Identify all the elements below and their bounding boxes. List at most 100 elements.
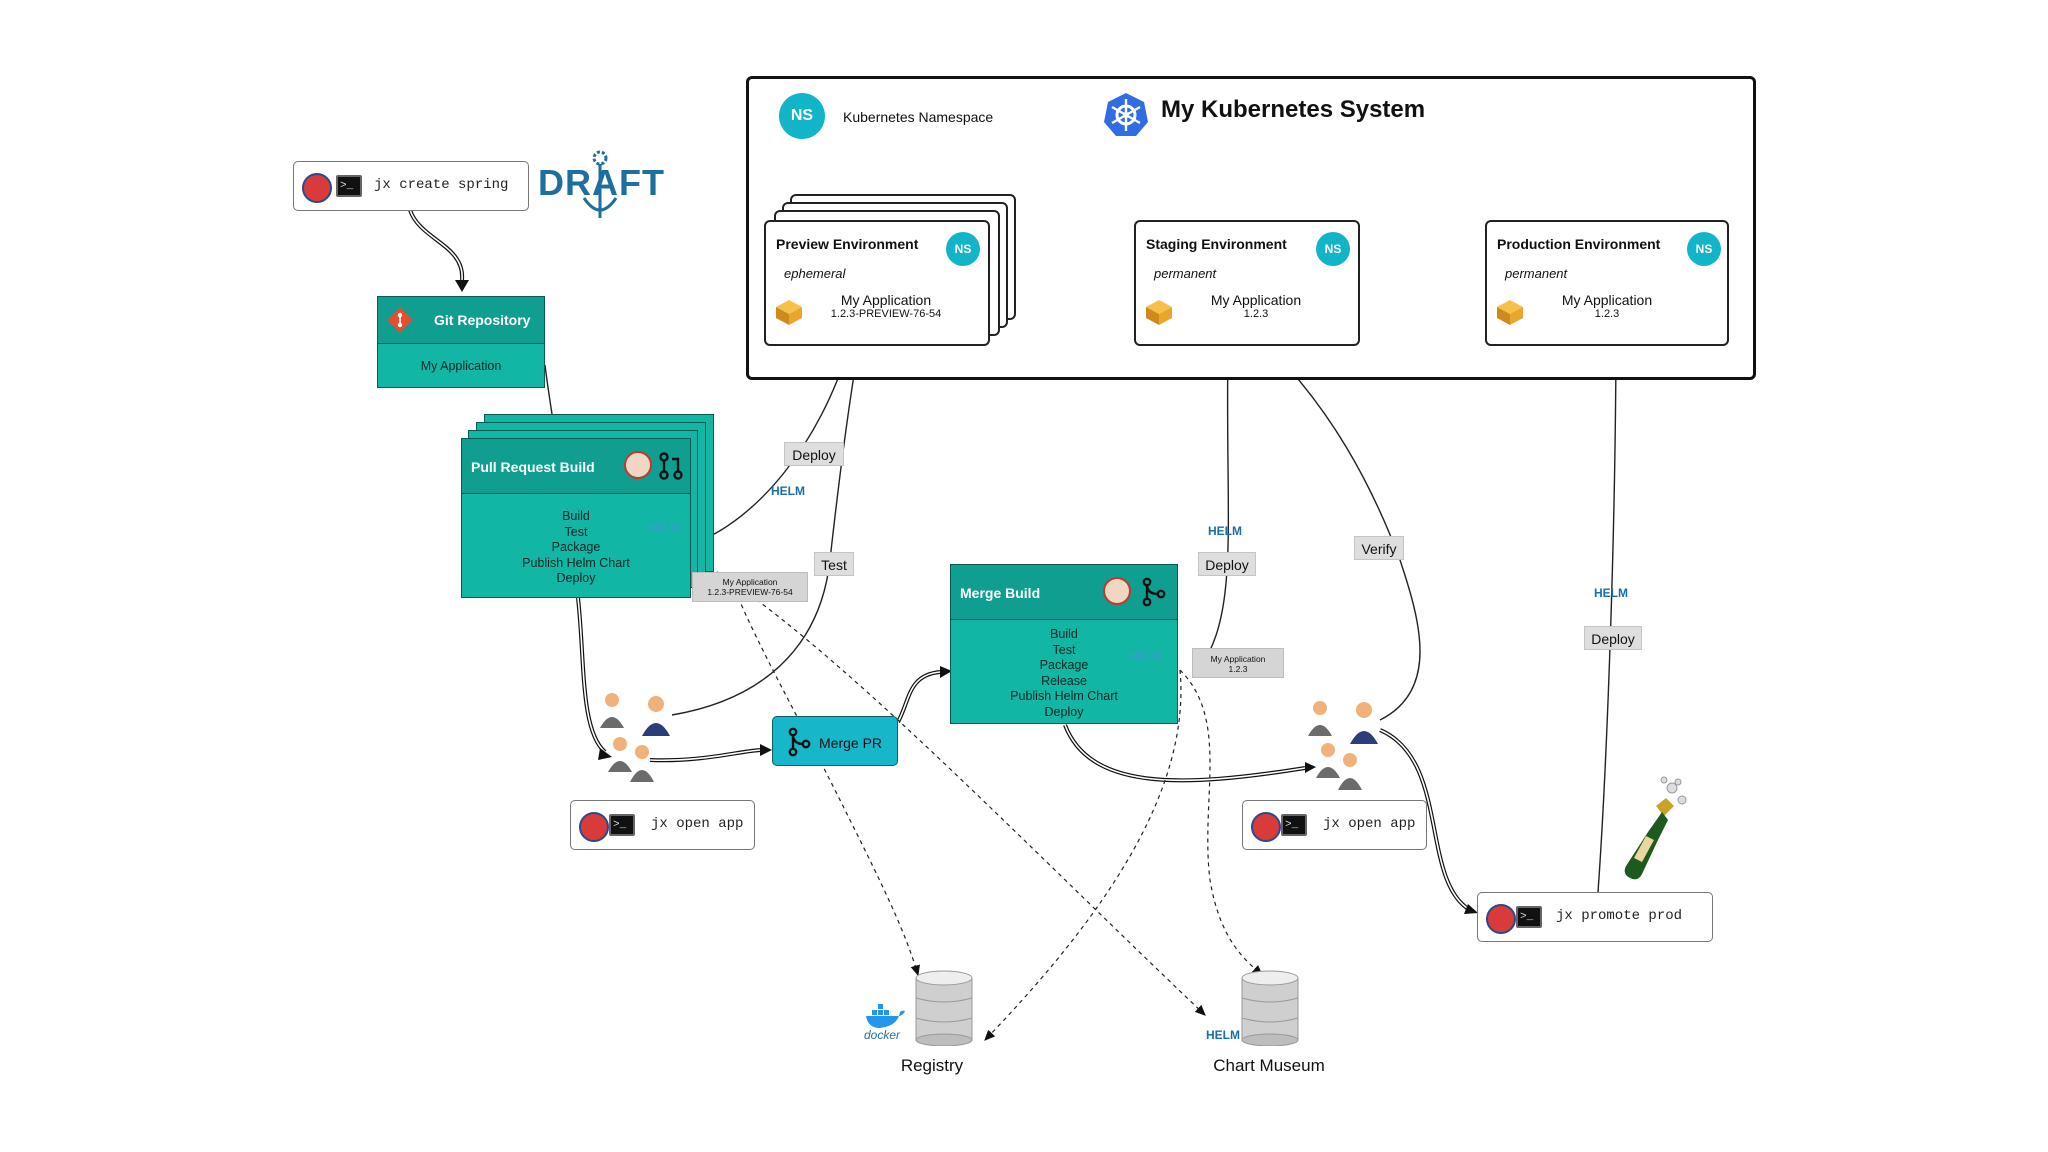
deploy-staging-label: Deploy — [1198, 552, 1256, 576]
artifact-version: 1.2.3-PREVIEW-76-54 — [707, 587, 793, 597]
terminal-icon: >_ — [1516, 906, 1542, 928]
command-text: jx open app — [651, 816, 744, 832]
pr-artifact-tag: My Application 1.2.3-PREVIEW-76-54 — [692, 572, 808, 602]
package-icon — [1146, 300, 1172, 325]
merge-icon — [788, 727, 811, 757]
ns-icon: NS — [779, 93, 825, 139]
reviewers-group-icon — [600, 693, 670, 782]
person-icon — [630, 745, 654, 782]
arrow-create-to-git — [408, 209, 465, 281]
helm-icon: HELM — [1208, 524, 1242, 538]
deploy-preview-label: Deploy — [784, 442, 844, 466]
staging-environment-card[interactable]: Staging Environment NS permanent My Appl… — [1134, 220, 1360, 346]
git-icon — [387, 307, 413, 333]
step-label: Package — [1039, 658, 1089, 672]
arrow-mergebuild-to-approvers — [1063, 724, 1306, 783]
helm-icon: HELM — [1206, 1028, 1240, 1042]
step-label: Deploy — [1044, 704, 1084, 719]
terminal-icon: >_ — [1281, 814, 1307, 836]
kubernetes-logo-icon — [1104, 93, 1148, 136]
pull-request-icon — [659, 452, 683, 480]
jenkins-x-icon — [1486, 904, 1516, 934]
registry-storage[interactable]: docker Registry — [858, 970, 978, 1080]
production-environment-card[interactable]: Production Environment NS permanent My A… — [1485, 220, 1729, 346]
ns-icon: NS — [946, 232, 980, 266]
merge-pr-button[interactable]: Merge PR — [772, 716, 898, 766]
person-icon — [1338, 753, 1362, 790]
env-title: Preview Environment — [776, 236, 919, 252]
step-label: Build — [1050, 627, 1078, 641]
jenkins-x-icon — [1251, 812, 1281, 842]
helm-icon: HELM — [646, 521, 680, 535]
jx-open-app-command[interactable]: >_ jx open app — [1242, 800, 1427, 850]
draft-logo: DRAFT — [538, 150, 664, 220]
step-label: Package — [551, 540, 601, 554]
person-icon — [1308, 701, 1332, 736]
env-app-version: 1.2.3 — [1243, 308, 1269, 320]
env-kind: permanent — [1154, 266, 1217, 281]
env-app-name: My Application — [1210, 292, 1302, 308]
person-icon — [600, 693, 624, 728]
jenkins-icon — [624, 451, 652, 479]
env-title: Staging Environment — [1146, 236, 1287, 252]
env-kind: permanent — [1505, 266, 1568, 281]
arrow-prbuild-deploy-preview — [689, 348, 851, 546]
dash-merge-to-registry — [984, 669, 1182, 1041]
pr-build-header: Pull Request Build — [462, 439, 690, 494]
env-app-name: My Application — [840, 292, 932, 308]
package-icon — [1497, 300, 1523, 325]
command-text: jx open app — [1323, 816, 1416, 832]
test-label: Test — [814, 552, 854, 576]
database-icon — [915, 970, 973, 1046]
merge-build-steps: Build Test Package Release Publish Helm … — [951, 627, 1177, 720]
jx-promote-prod-command[interactable]: >_ jx promote prod — [1477, 892, 1713, 942]
person-icon — [642, 696, 670, 736]
chart-museum-storage[interactable]: HELM Chart Museum — [1196, 970, 1346, 1080]
step-label: Release — [1041, 673, 1087, 688]
step-label: Build — [562, 509, 590, 523]
step-label: Test — [564, 524, 588, 539]
env-app-version: 1.2.3-PREVIEW-76-54 — [830, 308, 942, 320]
deploy-prod-label: Deploy — [1584, 626, 1642, 650]
preview-environment-card[interactable]: Preview Environment NS ephemeral My Appl… — [764, 220, 990, 346]
verify-label: Verify — [1354, 536, 1404, 560]
arrow-promote-deploy-prod — [1597, 348, 1622, 893]
terminal-icon: >_ — [336, 175, 362, 197]
helm-icon: HELM — [1129, 649, 1163, 663]
command-text: jx promote prod — [1556, 908, 1683, 924]
env-kind: ephemeral — [784, 266, 846, 281]
pull-request-build-box[interactable]: Pull Request Build HELM Build Test Packa… — [461, 438, 691, 598]
jx-open-app-command[interactable]: >_ jx open app — [570, 800, 755, 850]
person-icon — [1316, 743, 1340, 778]
docker-label: docker — [864, 1028, 901, 1042]
step-label: Test — [1052, 642, 1076, 657]
dash-merge-to-chartmuseum — [1179, 669, 1263, 976]
arrow-mergebuild-deploy-staging — [1199, 348, 1234, 669]
merge-artifact-tag: My Application 1.2.3 — [1192, 648, 1284, 678]
merge-pr-label: Merge PR — [819, 735, 883, 751]
artifact-version: 1.2.3 — [1228, 664, 1248, 674]
step-label: Publish Helm Chart — [522, 555, 630, 570]
anchor-icon — [582, 150, 618, 218]
git-repository-header: Git Repository — [378, 297, 544, 344]
approvers-group-icon — [1308, 701, 1378, 790]
helm-icon: HELM — [1594, 586, 1628, 600]
merge-build-box[interactable]: Merge Build HELM Build Test Package Rele… — [950, 564, 1178, 724]
terminal-icon: >_ — [609, 814, 635, 836]
ns-icon: NS — [1687, 232, 1721, 266]
artifact-name: My Application — [1210, 654, 1266, 664]
registry-caption: Registry — [900, 1056, 964, 1075]
jx-create-spring-command[interactable]: >_ jx create spring — [293, 161, 529, 211]
merge-icon — [1142, 577, 1166, 607]
artifact-name: My Application — [722, 577, 778, 587]
git-repository-box[interactable]: Git Repository My Application — [377, 296, 545, 388]
ns-icon: NS — [1316, 232, 1350, 266]
merge-build-title: Merge Build — [960, 585, 1041, 601]
cluster-title: My Kubernetes System — [1161, 96, 1426, 123]
database-icon — [1241, 970, 1299, 1046]
arrow-approvers-verify-staging — [1271, 348, 1421, 721]
package-icon — [776, 300, 802, 325]
jenkins-icon — [1103, 577, 1131, 605]
person-icon — [608, 737, 632, 772]
pr-build-title: Pull Request Build — [471, 459, 595, 475]
